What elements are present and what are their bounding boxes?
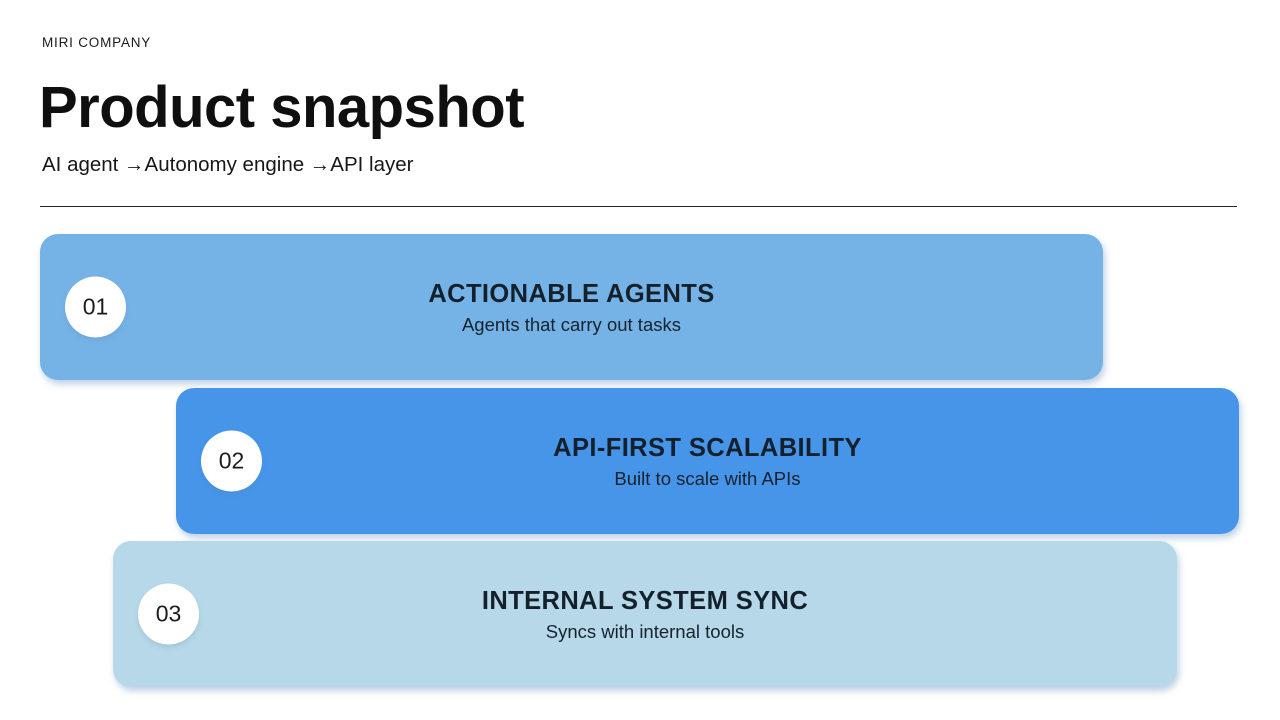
step-01-number: 01 xyxy=(82,293,109,320)
step-03-badge: 03 xyxy=(138,583,199,645)
card-internal-system-sync: 03 INTERNAL SYSTEM SYNC Syncs with inter… xyxy=(113,541,1177,687)
step-02-badge: 02 xyxy=(201,430,262,492)
divider-line xyxy=(40,206,1237,207)
company-name: MIRI COMPANY xyxy=(42,35,152,50)
card-2-title: API-FIRST SCALABILITY xyxy=(553,434,862,462)
card-2-text: API-FIRST SCALABILITY Built to scale wit… xyxy=(553,432,862,490)
step-02-number: 02 xyxy=(218,447,245,474)
card-actionable-agents: 01 ACTIONABLE AGENTS Agents that carry o… xyxy=(40,234,1103,380)
card-2-description: Built to scale with APIs xyxy=(614,468,801,489)
page-subtitle: AI agent →Autonomy engine →API layer xyxy=(42,153,414,176)
card-api-first-scalability: 02 API-FIRST SCALABILITY Built to scale … xyxy=(176,388,1239,534)
step-01-badge: 01 xyxy=(65,276,126,338)
card-3-description: Syncs with internal tools xyxy=(545,621,745,642)
step-03-number: 03 xyxy=(155,600,182,627)
card-1-text: ACTIONABLE AGENTS Agents that carry out … xyxy=(428,278,714,336)
card-3-text: INTERNAL SYSTEM SYNC Syncs with internal… xyxy=(482,585,808,643)
card-1-title: ACTIONABLE AGENTS xyxy=(428,280,715,308)
page-title: Product snapshot xyxy=(39,75,525,140)
card-1-description: Agents that carry out tasks xyxy=(461,314,681,335)
card-3-title: INTERNAL SYSTEM SYNC xyxy=(481,587,809,615)
